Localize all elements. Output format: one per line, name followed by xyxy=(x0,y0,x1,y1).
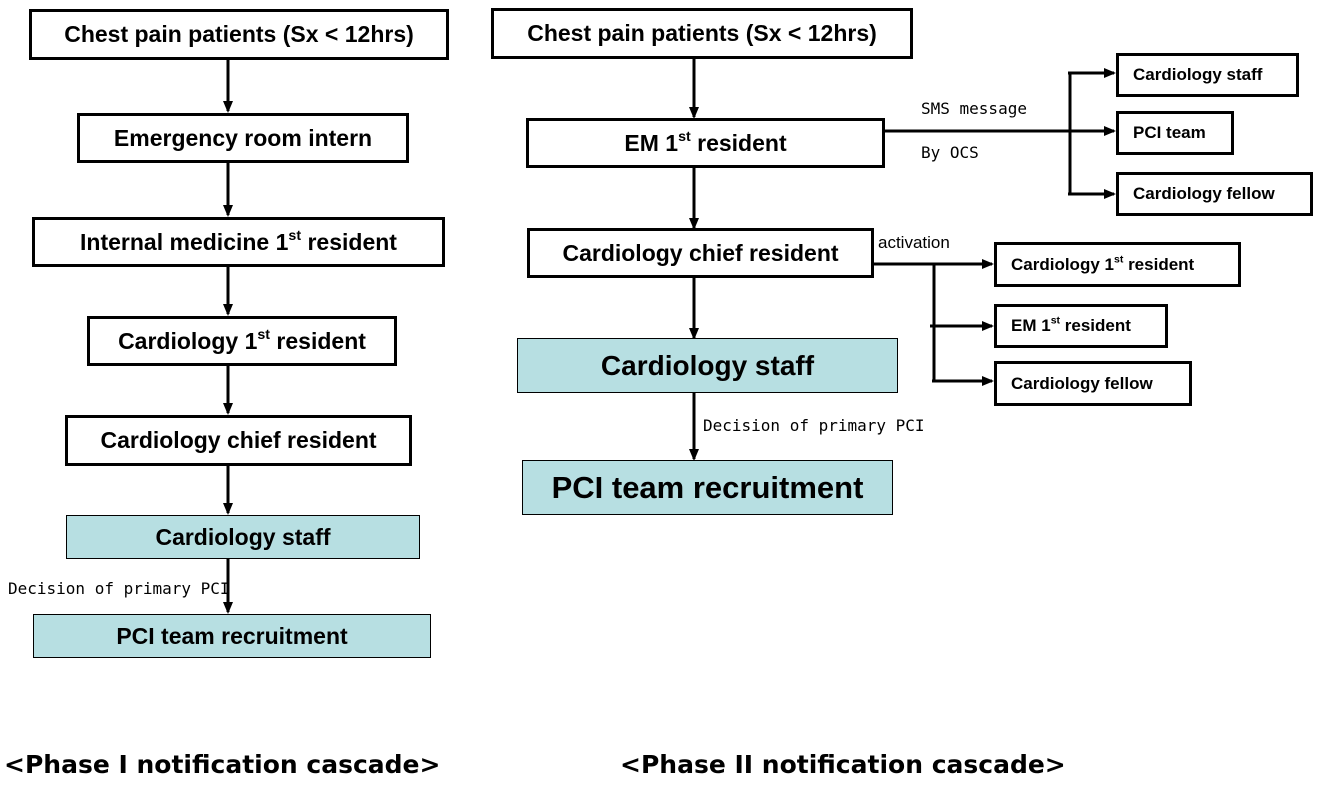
p2-cardio-staff-box: Cardiology staff xyxy=(517,338,898,393)
p2-cardio-chief-resident-label: Cardiology chief resident xyxy=(562,239,839,266)
p1-chest-pain-box: Chest pain patients (Sx < 12hrs) xyxy=(29,9,449,60)
p1-cardio-staff-label: Cardiology staff xyxy=(155,523,331,550)
p1-im-resident-label: Internal medicine 1st resident xyxy=(80,227,397,255)
p1-caption: <Phase I notification cascade> xyxy=(4,750,441,779)
p2-pci-recruitment-label: PCI team recruitment xyxy=(551,469,864,505)
p2-caption: <Phase II notification cascade> xyxy=(620,750,1066,779)
sms-target-cardio-fellow: Cardiology fellow xyxy=(1116,172,1313,216)
p1-cardio-chief-resident-box: Cardiology chief resident xyxy=(65,415,412,466)
by-ocs-label: By OCS xyxy=(921,143,979,162)
activation-target-em-1st-resident: EM 1st resident xyxy=(994,304,1168,348)
p1-im-resident-box: Internal medicine 1st resident xyxy=(32,217,445,267)
p1-cardio-1st-resident-label: Cardiology 1st resident xyxy=(118,326,366,354)
activation-label: activation xyxy=(878,233,950,252)
p1-pci-recruitment-box: PCI team recruitment xyxy=(33,614,431,658)
sms-target-cardio-staff: Cardiology staff xyxy=(1116,53,1299,97)
p2-chest-pain-box: Chest pain patients (Sx < 12hrs) xyxy=(491,8,913,59)
p1-cardio-staff-box: Cardiology staff xyxy=(66,515,420,559)
p2-em-resident-box: EM 1st resident xyxy=(526,118,885,168)
activation-target-cardio-1st-resident: Cardiology 1st resident xyxy=(994,242,1241,287)
sms-message-label: SMS message xyxy=(921,99,1027,118)
p1-er-intern-label: Emergency room intern xyxy=(113,124,373,151)
p1-cardio-chief-resident-label: Cardiology chief resident xyxy=(100,427,377,453)
p1-cardio-1st-resident-box: Cardiology 1st resident xyxy=(87,316,397,366)
p2-em-resident-label: EM 1st resident xyxy=(624,128,787,156)
activation-target-cardio-fellow: Cardiology fellow xyxy=(994,361,1192,406)
p1-er-intern-box: Emergency room intern xyxy=(77,113,409,163)
p1-decision-label: Decision of primary PCI xyxy=(8,579,230,598)
p2-cardio-staff-label: Cardiology staff xyxy=(600,349,815,381)
p2-chest-pain-label: Chest pain patients (Sx < 12hrs) xyxy=(527,20,877,46)
p1-chest-pain-label: Chest pain patients (Sx < 12hrs) xyxy=(64,21,414,47)
p1-pci-recruitment-label: PCI team recruitment xyxy=(116,622,348,649)
p2-pci-recruitment-box: PCI team recruitment xyxy=(522,460,893,515)
p2-decision-label: Decision of primary PCI xyxy=(703,416,925,435)
p2-cardio-chief-resident-box: Cardiology chief resident xyxy=(527,228,874,278)
sms-target-pci-team: PCI team xyxy=(1116,111,1234,155)
